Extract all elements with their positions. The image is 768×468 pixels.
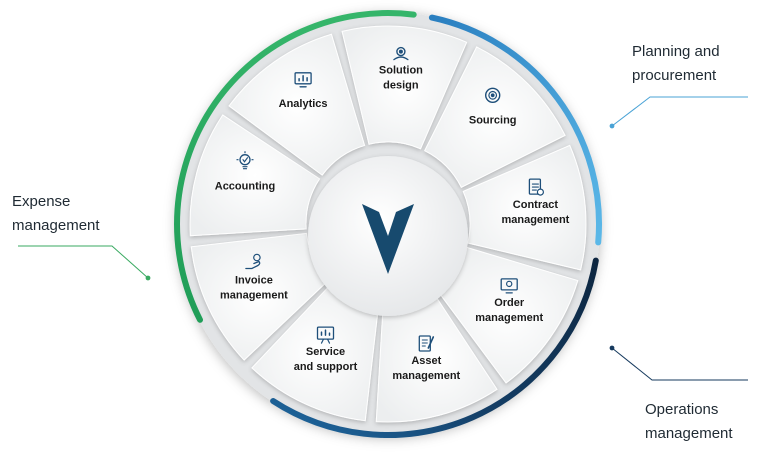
monitor-gear-icon xyxy=(500,278,518,294)
segment-contract-management xyxy=(462,144,587,271)
gear-users-icon xyxy=(393,46,409,61)
segment-accounting xyxy=(189,114,321,237)
operations-label-line2: management xyxy=(645,425,733,442)
planning-label-line2: procurement xyxy=(632,67,717,84)
operations-management-label: Operations management xyxy=(645,398,733,446)
operations-connector-line xyxy=(611,347,748,381)
segment-label-sourcing: Sourcing xyxy=(469,114,517,126)
clipboard-pen-icon xyxy=(418,335,435,352)
segment-label-line: Invoice xyxy=(235,275,273,287)
operations-label-line1: Operations xyxy=(645,401,719,418)
expense-label-line1: Expense xyxy=(12,193,71,210)
expense-management-arc xyxy=(174,10,417,323)
expense-connector-dot xyxy=(145,275,151,281)
segment-label-line: management xyxy=(501,214,569,226)
planning-label-line1: Planning and xyxy=(632,43,720,60)
expense-connector-line xyxy=(18,245,149,279)
monitor-chart-icon xyxy=(294,72,312,88)
planning-connector-line xyxy=(611,96,748,127)
expense-label-line2: management xyxy=(12,217,100,234)
planning-procurement-arc xyxy=(428,14,602,246)
segment-label-line: Analytics xyxy=(279,98,328,110)
v-logo-icon xyxy=(362,204,414,274)
expense-management-label: Expense management xyxy=(12,190,100,238)
segment-label-line: and support xyxy=(294,361,358,373)
segment-label-line: design xyxy=(383,80,419,92)
segment-label-line: Solution xyxy=(379,65,423,77)
board-chart-icon xyxy=(316,326,335,344)
segment-label-invoice-management: Invoice management xyxy=(220,275,288,302)
segment-label-line: Contract xyxy=(513,199,559,211)
segment-label-line: management xyxy=(392,370,460,382)
operations-management-arc xyxy=(270,257,599,439)
lightbulb-check-icon xyxy=(236,151,254,170)
target-icon xyxy=(485,87,501,104)
segment-label-accounting: Accounting xyxy=(215,181,276,193)
segment-label-analytics: Analytics xyxy=(279,98,328,110)
segment-label-line: Order xyxy=(494,297,525,309)
segment-label-solution-design: Solution design xyxy=(379,65,423,92)
segment-label-line: management xyxy=(475,312,543,324)
segment-label-service-and-support: Service and support xyxy=(294,346,358,373)
segment-label-line: Accounting xyxy=(215,181,276,193)
segment-label-line: management xyxy=(220,290,288,302)
segment-sourcing xyxy=(424,46,566,188)
segment-label-order-management: Order management xyxy=(475,297,543,324)
segment-solution-design xyxy=(341,25,468,150)
segment-label-line: Service xyxy=(306,346,345,358)
segment-label-line: Sourcing xyxy=(469,114,517,126)
planning-connector-dot xyxy=(609,123,615,129)
segment-label-asset-management: Asset management xyxy=(392,355,460,382)
segment-label-line: Asset xyxy=(411,355,441,367)
planning-procurement-label: Planning and procurement xyxy=(632,40,720,88)
segment-analytics xyxy=(228,33,366,176)
operations-connector-dot xyxy=(609,345,615,351)
hand-coin-icon xyxy=(245,253,261,270)
segment-label-contract-management: Contract management xyxy=(501,199,569,226)
document-icon xyxy=(528,178,545,196)
